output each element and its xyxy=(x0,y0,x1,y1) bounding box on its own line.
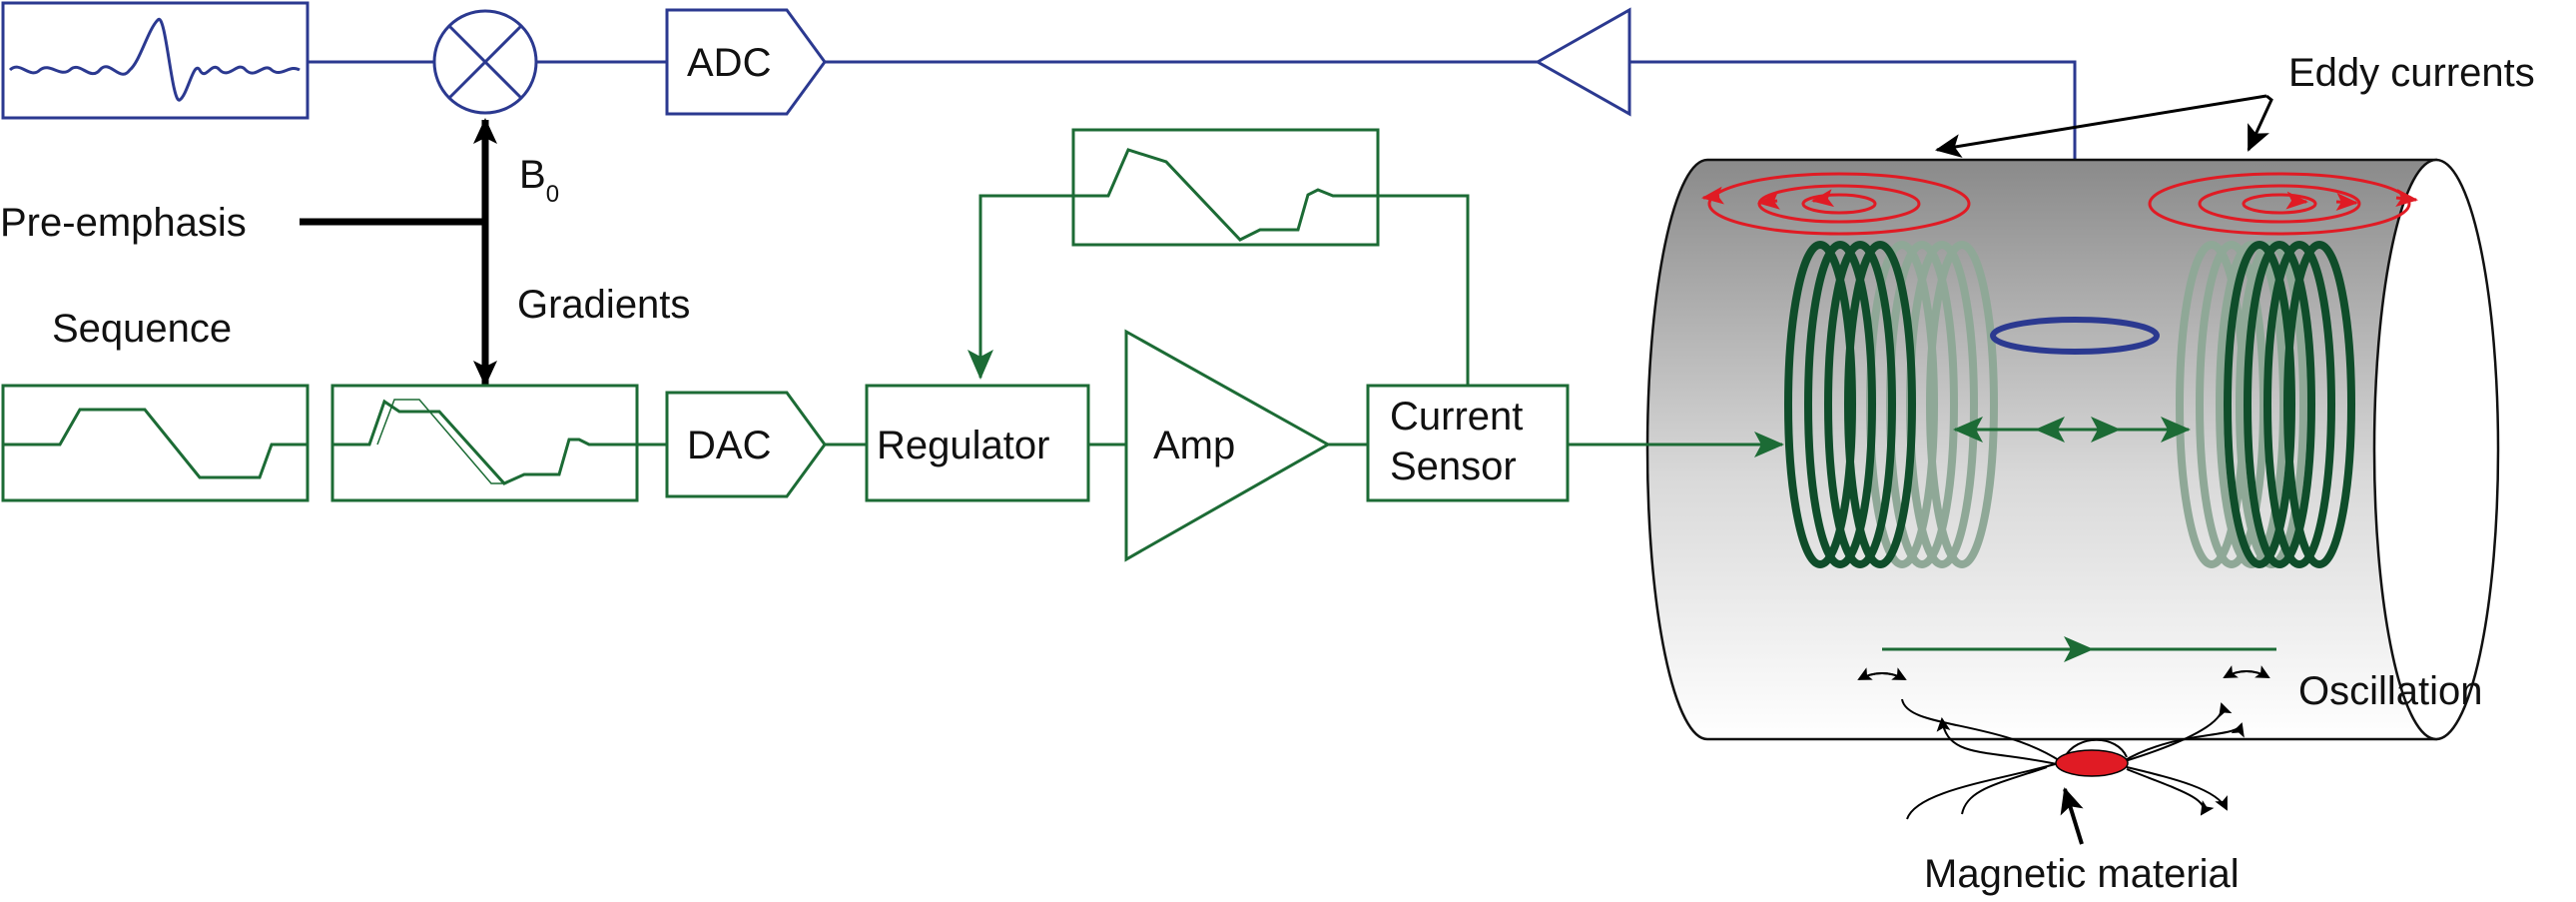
adc-label: ADC xyxy=(687,41,771,85)
mixer-cross-b xyxy=(447,24,523,100)
current-sensor-block xyxy=(1366,384,1570,502)
feedback-waveform xyxy=(1073,148,1378,242)
amp-triangle xyxy=(1124,329,1332,562)
sensor-feedback-wire xyxy=(1378,194,1470,386)
current-sensor-label-line1: Current xyxy=(1390,395,1523,439)
gradient-coil-left xyxy=(1784,241,1916,568)
eddy-current-left xyxy=(1701,172,1971,236)
dac-label: DAC xyxy=(687,424,771,467)
feedback-waveform-box xyxy=(1071,128,1380,247)
gradient-chain: DAC Regulator Amp Current Sensor xyxy=(1,128,1570,562)
pre-emphasis-label: Pre-emphasis xyxy=(0,201,247,245)
magnetic-field-lines xyxy=(1901,698,2245,820)
preamp-triangle xyxy=(1534,7,1631,117)
magnetic-material-pointer xyxy=(2060,787,2084,845)
magnetic-material-label: Magnetic material xyxy=(1924,852,2240,896)
adc-block xyxy=(665,8,827,116)
gradient-coil-right xyxy=(2224,241,2355,568)
feedback-to-regulator-wire xyxy=(967,194,1073,380)
pre-emphasized-waveform-shadow xyxy=(376,399,504,484)
cylinder-end-face xyxy=(2372,158,2500,741)
control-lines xyxy=(300,118,497,387)
magnet-bore xyxy=(1645,158,2500,741)
amp-label: Amp xyxy=(1153,424,1235,467)
oscillation-label: Oscillation xyxy=(2298,669,2483,713)
gradients-label: Gradients xyxy=(517,283,690,327)
current-sensor-label-line2: Sensor xyxy=(1390,445,1517,488)
magnetic-material xyxy=(2055,749,2129,777)
dac-block xyxy=(665,391,827,498)
regulator-label: Regulator xyxy=(877,424,1049,467)
b0-label: B0 xyxy=(519,153,559,208)
eddy-current-right xyxy=(2148,172,2418,236)
oscillation-arrows xyxy=(1857,665,2270,680)
pre-emphasized-waveform xyxy=(332,399,637,485)
eddy-current-pointers xyxy=(1935,94,2273,158)
received-signal-display xyxy=(1,1,310,120)
receive-coil xyxy=(1990,317,2160,355)
received-signal-waveform xyxy=(8,18,301,102)
sequence-waveform xyxy=(3,408,308,479)
sequence-label: Sequence xyxy=(52,307,232,351)
eddy-currents-label: Eddy currents xyxy=(2288,51,2535,95)
